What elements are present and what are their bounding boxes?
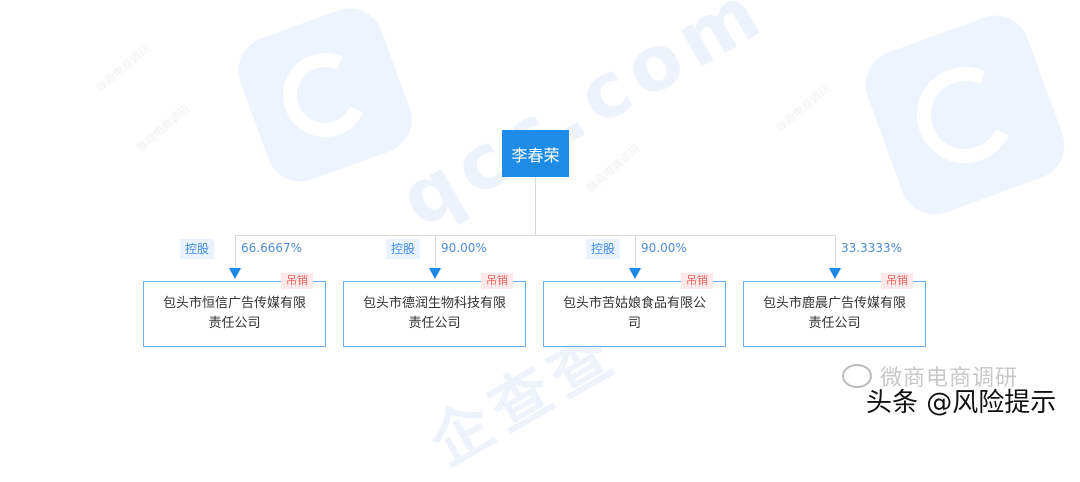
arrow-down-icon bbox=[229, 268, 241, 279]
company-name: 包头市苦姑娘食品有限公司 bbox=[562, 296, 706, 331]
company-name: 包头市鹿晨广告传媒有限责任公司 bbox=[762, 296, 906, 331]
drop-line-4 bbox=[835, 235, 836, 267]
status-badge: 吊销 bbox=[281, 273, 313, 289]
watermark-tag: 微商电商调研 bbox=[583, 142, 643, 195]
status-badge: 吊销 bbox=[681, 273, 713, 289]
company-node[interactable]: 包头市鹿晨广告传媒有限责任公司 吊销 bbox=[743, 273, 926, 347]
root-person-node[interactable]: 李春荣 bbox=[502, 130, 569, 177]
footer-byline: 微商电商调研 头条 @风险提示 bbox=[842, 356, 1072, 418]
watermark-domain: qcc.com bbox=[384, 0, 781, 245]
relation-tag: 控股 bbox=[180, 239, 215, 259]
arrow-down-icon bbox=[829, 268, 841, 279]
wechat-account-name: 微商电商调研 bbox=[880, 366, 1019, 391]
watermark-tag: 微商电商调研 bbox=[773, 82, 833, 135]
share-percent: 33.3333% bbox=[841, 241, 903, 255]
drop-line-1 bbox=[235, 235, 236, 267]
share-percent: 66.6667% bbox=[241, 241, 303, 255]
status-badge: 吊销 bbox=[481, 273, 513, 289]
arrow-down-icon bbox=[429, 268, 441, 279]
share-percent: 90.00% bbox=[641, 241, 687, 255]
company-node[interactable]: 包头市德润生物科技有限责任公司 吊销 bbox=[343, 273, 526, 347]
share-percent: 90.00% bbox=[441, 241, 487, 255]
watermark-logo bbox=[228, 0, 422, 192]
status-badge: 吊销 bbox=[881, 273, 913, 289]
watermark-tag: 微商电商调研 bbox=[93, 42, 153, 95]
company-name: 包头市德润生物科技有限责任公司 bbox=[362, 296, 506, 331]
wechat-icon bbox=[842, 364, 872, 388]
arrow-down-icon bbox=[629, 268, 641, 279]
relation-tag: 控股 bbox=[586, 239, 621, 259]
drop-line-3 bbox=[635, 235, 636, 267]
watermark-tag: 微商电商调研 bbox=[133, 102, 193, 155]
drop-line-2 bbox=[435, 235, 436, 267]
trunk-line bbox=[535, 177, 536, 236]
company-name: 包头市恒信广告传媒有限责任公司 bbox=[162, 296, 306, 331]
relation-tag: 控股 bbox=[386, 239, 421, 259]
watermark-logo bbox=[856, 6, 1074, 224]
toutiao-byline: 头条 @风险提示 bbox=[866, 388, 1057, 418]
branch-line bbox=[235, 235, 836, 236]
company-node[interactable]: 包头市苦姑娘食品有限公司 吊销 bbox=[543, 273, 726, 347]
company-node[interactable]: 包头市恒信广告传媒有限责任公司 吊销 bbox=[143, 273, 326, 347]
